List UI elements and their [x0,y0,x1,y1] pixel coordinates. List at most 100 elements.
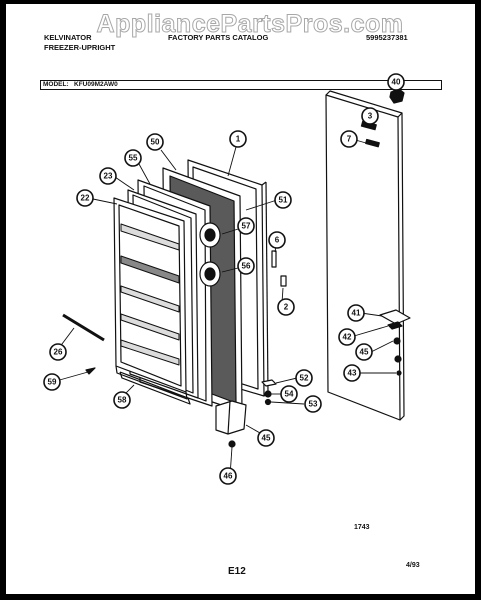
callout-59: 59 [43,373,61,391]
diagram-part: 26 [54,348,63,357]
diagram-part: 53 [309,400,318,409]
callout-50: 50 [146,133,164,151]
diagram-part [138,163,151,185]
diagram-part [325,94,401,421]
diagram-part [280,385,298,403]
diagram-part [261,181,267,186]
diagram-part [347,304,365,322]
label-lower [365,138,380,148]
callout-45: 45 [355,343,373,361]
callout-6: 6 [268,231,286,249]
diagram-part: 40 [392,78,401,87]
hinge-cap [389,88,405,104]
diagram-part [113,391,131,409]
diagram-part [268,231,286,249]
diagram-part [227,400,231,435]
diagram-part [228,440,236,448]
callout-52: 52 [295,369,313,387]
diagram-part: 59 [48,378,57,387]
diagram-part [340,130,358,148]
lower-bracket [215,400,247,435]
diagram-part [76,189,94,207]
callout-46: 46 [219,467,237,485]
diagram-part: 2 [284,303,289,312]
diagram-part [343,364,361,382]
diagram-part [146,133,164,151]
control-dial-lower [199,261,221,287]
diagram-part: 43 [348,369,357,378]
callout-53: 53 [304,395,322,413]
diagram-part [85,367,96,375]
diagram-part [270,401,305,405]
diagram-part [114,176,135,191]
diagram-part [275,377,298,384]
callout-2: 2 [277,298,295,316]
diagram-part: 58 [118,396,127,405]
diagram-part: 56 [242,262,251,271]
diagram-part: 1 [236,135,241,144]
diagram-part [277,298,295,316]
callout-41: 41 [347,304,365,322]
diagram-part [355,343,373,361]
diagram-part [229,130,247,148]
diagram-part [204,267,216,281]
screw [280,275,287,287]
watermark: AppliancePartsPros.com [96,10,404,39]
diagram-part: 6 [275,236,280,245]
hinge-pin [271,250,277,268]
callout-43: 43 [343,364,361,382]
diagram-part [245,424,261,434]
diagram-part: 50 [151,138,160,147]
diagram-part [257,429,275,447]
callout-57: 57 [237,217,255,235]
diagram-part [237,257,255,275]
diagram-part: 45 [262,434,271,443]
callout-45b: 45 [257,429,275,447]
door-liner [113,197,188,400]
diagram-part [353,325,389,337]
diagram-part [92,198,118,205]
diagram-part [264,398,272,406]
callout-26: 26 [49,343,67,361]
callout-54: 54 [280,385,298,403]
diagram-part: 3 [368,112,373,121]
diagram-part: 57 [242,222,251,231]
callout-58: 58 [113,391,131,409]
callout-55: 55 [124,149,142,167]
diagram-part [265,181,269,394]
callout-23: 23 [99,167,117,185]
diagram-part: 23 [104,172,113,181]
diagram-part [304,395,322,413]
callout-3: 3 [361,107,379,125]
diagram-part [55,371,89,382]
model-label: MODEL: [43,81,69,88]
diagram-part [120,223,180,251]
diagram-part [295,369,313,387]
diagram-part [264,390,272,398]
diagram-part: 46 [224,472,233,481]
drawing-number: 1743 [354,524,370,531]
callout-1: 1 [229,130,247,148]
diagram-part: 22 [81,194,90,203]
callout-51: 51 [274,191,292,209]
door-shelves [120,223,180,366]
callout-42: 42 [338,328,356,346]
bottom-trim [119,371,191,405]
brand-name: KELVINATOR [44,33,92,42]
bottom-hinge [379,309,411,325]
diagram-part [245,199,278,211]
diagram-part: 52 [300,374,309,383]
diagram-part [261,379,277,387]
diagram-part: 42 [343,333,352,342]
diagram-part: 7 [347,135,352,144]
door-outer-panel [325,90,405,421]
diagram-part: 55 [129,154,138,163]
diagram-part [99,167,117,185]
page-number: E12 [228,566,246,577]
product-type: FREEZER-UPRIGHT [44,43,116,52]
diagram-part [43,373,61,391]
diagram-part [115,365,188,400]
diagram-part [120,255,180,284]
revision-date: 4/93 [406,562,420,569]
